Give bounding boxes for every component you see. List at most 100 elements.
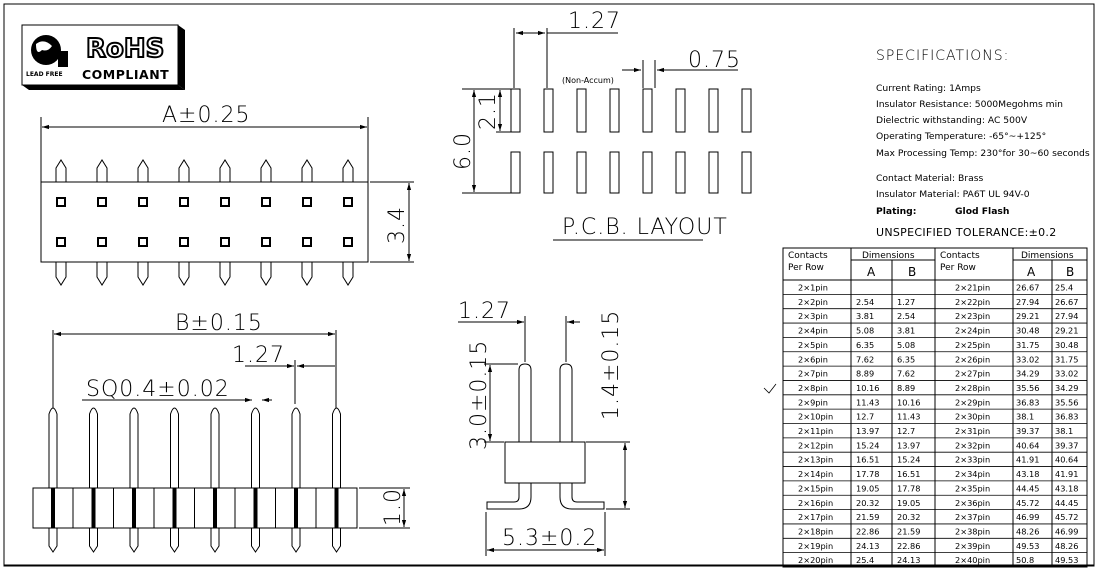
table-cell-a: 20.32 <box>856 498 879 508</box>
table-cell-a: 33.02 <box>1016 354 1039 364</box>
end-pitch-label: 1.27 <box>458 299 511 324</box>
table-cell-a: 12.7 <box>856 412 874 422</box>
table-cell-contacts: 2×3pin <box>798 311 828 321</box>
table-cell-b: 34.29 <box>1055 383 1078 393</box>
table-cell-a: 7.62 <box>856 354 874 364</box>
table-cell-a: 27.94 <box>1016 297 1039 307</box>
table-cell-a: 24.13 <box>856 541 879 551</box>
table-cell-contacts: 2×39pin <box>955 541 990 551</box>
side-pin-core <box>91 487 96 529</box>
table-cell-contacts: 2×14pin <box>798 469 833 479</box>
table-cell-a: 21.59 <box>856 512 879 522</box>
pcb-pad-top <box>642 88 653 133</box>
front-pin-top <box>342 159 354 182</box>
table-cell-contacts: 2×32pin <box>955 440 990 450</box>
table-header-dimensions: Dimensions <box>1021 251 1074 261</box>
side-pin-top <box>332 407 341 488</box>
front-pin-top <box>219 159 231 182</box>
spec-temp: Operating Temperature: -65°~+125° <box>876 131 1046 142</box>
front-pin-top <box>178 159 190 182</box>
table-cell-contacts: 2×17pin <box>798 512 833 522</box>
table-header-a: A <box>1027 265 1036 279</box>
table-cell-b: 7.62 <box>897 369 915 379</box>
table-cell-a: 49.53 <box>1016 541 1039 551</box>
front-pin-square-bottom <box>138 237 148 247</box>
table-cell-contacts: 2×2pin <box>798 297 828 307</box>
table-cell-b: 20.32 <box>897 512 920 522</box>
front-pin-square-top <box>179 197 189 207</box>
table-cell-a: 10.16 <box>856 383 879 393</box>
table-header-dimensions: Dimensions <box>862 251 915 261</box>
table-cell-b: 16.51 <box>897 469 920 479</box>
table-cell-contacts: 2×30pin <box>955 412 990 422</box>
spec-plating-label: Plating: <box>876 206 916 217</box>
side-pin-bottom <box>210 528 220 553</box>
pcb-pad-bottom <box>675 151 686 194</box>
side-pin-top <box>129 407 139 488</box>
spec-title: SPECIFICATIONS: <box>876 48 1009 64</box>
front-pin-square-bottom <box>343 237 353 247</box>
table-cell-a: 48.26 <box>1016 526 1039 536</box>
side-pin-top <box>89 407 98 488</box>
front-pin-square-top <box>302 197 312 207</box>
table-cell-contacts: 2×25pin <box>955 340 990 350</box>
table-cell-b: 19.05 <box>897 498 920 508</box>
table-cell-contacts: 2×12pin <box>798 440 833 450</box>
side-pin-top <box>291 407 301 488</box>
table-cell-contacts: 2×22pin <box>955 297 990 307</box>
pcb-layout-title: P.C.B. LAYOUT <box>562 215 728 240</box>
table-cell-b: 33.02 <box>1055 369 1078 379</box>
side-pin-bottom <box>332 528 341 553</box>
front-pin-square-top <box>261 197 271 207</box>
front-pin-bottom <box>55 262 67 286</box>
table-cell-contacts: 2×38pin <box>955 526 990 536</box>
front-pin-square-top <box>138 197 148 207</box>
table-cell-contacts: 2×29pin <box>955 397 990 407</box>
table-cell-a: 46.99 <box>1016 512 1039 522</box>
table-cell-a: 34.29 <box>1016 369 1039 379</box>
table-cell-contacts: 2×13pin <box>798 455 833 465</box>
front-pin-bottom <box>342 262 354 286</box>
table-cell-a: 36.83 <box>1016 397 1039 407</box>
table-cell-b: 27.94 <box>1055 311 1078 321</box>
pcb-pad-top <box>576 88 587 133</box>
table-cell-contacts: 2×33pin <box>955 455 990 465</box>
table-cell-contacts: 2×8pin <box>798 383 828 393</box>
table-cell-a: 22.86 <box>856 526 879 536</box>
table-cell-a: 25.4 <box>856 555 874 565</box>
table-cell-a: 39.37 <box>1016 426 1039 436</box>
side-pin-core <box>132 487 136 529</box>
table-cell-b: 1.27 <box>897 297 915 307</box>
table-cell-b: 45.72 <box>1055 512 1078 522</box>
non-accum-label: (Non-Accum) <box>562 76 614 85</box>
table-header-b: B <box>1066 265 1074 279</box>
table-cell-a: 11.43 <box>856 397 879 407</box>
table-cell-b: 2.54 <box>897 311 915 321</box>
side-pin-bottom <box>89 528 98 553</box>
side-pin-bottom <box>48 528 58 553</box>
table-cell-contacts: 2×34pin <box>955 469 990 479</box>
lead-free-text: LEAD FREE <box>26 71 63 78</box>
table-cell-b: 49.53 <box>1055 555 1078 565</box>
table-cell-b: 11.43 <box>897 412 920 422</box>
compliant-text: COMPLIANT <box>82 67 169 82</box>
table-cell-contacts: 2×27pin <box>955 369 990 379</box>
table-cell-contacts: 2×40pin <box>955 555 990 565</box>
front-pin-top <box>260 159 272 182</box>
pcb-pad-bottom <box>642 151 653 194</box>
pcb-pad-bottom <box>708 151 719 194</box>
side-pin-bottom <box>291 528 301 553</box>
table-cell-b: 6.35 <box>897 354 915 364</box>
spec-plating-value: Glod Flash <box>955 206 1009 217</box>
table-cell-a: 45.72 <box>1016 498 1039 508</box>
spec-tolerance: UNSPECIFIED TOLERANCE:±0.2 <box>876 226 1057 239</box>
table-header-a: A <box>867 265 876 279</box>
side-pin-bottom <box>129 528 139 553</box>
spec-insulator: Insulator Material: PA6T UL 94V-0 <box>876 189 1030 200</box>
side-pin-core <box>253 487 258 529</box>
table-cell-a: 15.24 <box>856 440 879 450</box>
dim-b-label: B±0.15 <box>175 311 263 336</box>
pcb-pad-label: 0.75 <box>688 48 741 73</box>
table-cell-contacts: 2×15pin <box>798 483 833 493</box>
pcb-pad-bottom <box>576 151 587 194</box>
